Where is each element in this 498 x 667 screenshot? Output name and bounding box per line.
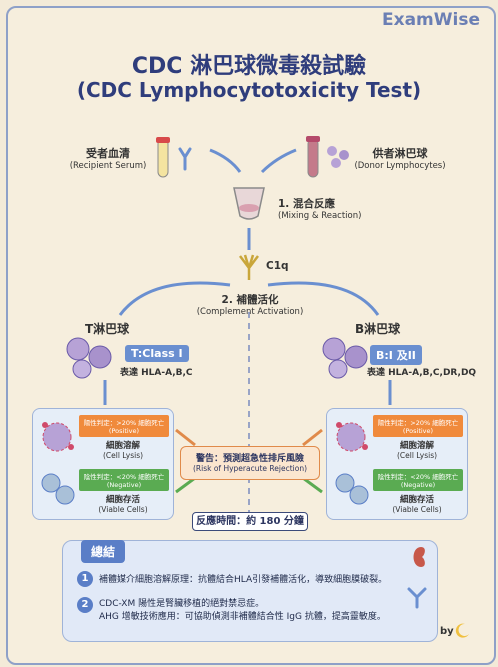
- warning-box: 警告：預測超急性排斥風險 (Risk of Hyperacute Rejecti…: [180, 446, 320, 480]
- arrow-recipient: [209, 148, 242, 173]
- c1q-label: C1q: [266, 260, 289, 272]
- recipient-label: 受者血清: [86, 147, 130, 160]
- summary-panel: 總結 1 補體媒介細胞溶解原理：抗體結合HLA引發補體活化，導致細胞膜破裂。 2…: [62, 540, 438, 642]
- b-negative-tag: 陰性判定：<20% 細胞死亡 (Negative): [373, 469, 463, 491]
- b-positive-tag: 陽性判定：>20% 細胞死亡 (Positive): [373, 415, 463, 437]
- donor-label: 供者淋巴球: [372, 147, 428, 160]
- t-hla: 表達 HLA-A,B,C: [120, 368, 193, 378]
- t-lysis-sublabel: (Cell Lysis): [102, 451, 144, 460]
- t-cell-icon: [66, 337, 112, 379]
- arrow-b-neg: [302, 476, 323, 494]
- b-result-panel: 陽性判定：>20% 細胞死亡 (Positive) 細胞溶解 (Cell Lys…: [326, 408, 468, 520]
- viable-cell-icon: [335, 473, 369, 505]
- arrow-b-pos: [302, 428, 323, 447]
- mixing-tube-icon: [233, 187, 265, 220]
- b-viable-sublabel: (Viable Cells): [392, 505, 442, 514]
- summary-item-extra: AHG 增敏技術應用：可協助偵測非補體結合性 IgG 抗體，提高靈敏度。: [99, 612, 386, 622]
- t-cell-label: T淋巴球: [85, 322, 130, 336]
- reaction-time: 反應時間：約 180 分鐘: [192, 512, 308, 531]
- donor-tube-icon: [306, 136, 349, 178]
- t-negative-tag: 陰性判定：<20% 細胞死亡 (Negative): [79, 469, 169, 491]
- arrow-donor: [260, 148, 297, 174]
- b-class-tag: B:I 及II: [370, 345, 422, 365]
- b-cell-label: B淋巴球: [355, 322, 401, 336]
- arrow-t-pos: [175, 428, 196, 447]
- moon-icon: [455, 623, 469, 638]
- kidney-icon: [413, 547, 425, 567]
- t-lysis-block: 細胞溶解 (Cell Lysis): [79, 439, 167, 460]
- step1-label: 1. 混合反應: [278, 198, 335, 210]
- signature: by: [440, 626, 454, 637]
- b-hla: 表達 HLA-A,B,C,DR,DQ: [367, 368, 477, 378]
- arrow-t-neg: [175, 476, 196, 494]
- t-viable-block: 細胞存活 (Viable Cells): [79, 493, 167, 514]
- b-lysis-label: 細胞溶解: [399, 441, 434, 451]
- b-viable-block: 細胞存活 (Viable Cells): [373, 493, 461, 514]
- t-viable-label: 細胞存活: [105, 495, 140, 505]
- t-result-panel: 陽性判定：>20% 細胞死亡 (Positive) 細胞溶解 (Cell Lys…: [32, 408, 174, 520]
- lysed-cell-icon: [336, 422, 368, 452]
- arrow-left: [118, 281, 231, 316]
- t-lysis-label: 細胞溶解: [105, 441, 140, 451]
- summary-item-1: 補體媒介細胞溶解原理：抗體結合HLA引發補體活化，導致細胞膜破裂。: [99, 575, 388, 585]
- warning-sublabel: (Risk of Hyperacute Rejection): [192, 464, 308, 473]
- viable-cell-icon: [41, 473, 75, 505]
- t-viable-sublabel: (Viable Cells): [98, 505, 148, 514]
- step2-label: 2. 補體活化: [221, 294, 279, 306]
- recipient-block: 受者血清 (Recipient Serum): [58, 145, 158, 171]
- b-lysis-sublabel: (Cell Lysis): [396, 451, 438, 460]
- summary-num-2: 2: [77, 597, 93, 613]
- lysed-cell-icon: [42, 422, 74, 452]
- brand-logo: ExamWise: [382, 10, 480, 30]
- arrow-right: [267, 281, 380, 316]
- step2-block: 2. 補體活化 (Complement Activation): [190, 292, 310, 317]
- b-viable-label: 細胞存活: [399, 495, 434, 505]
- summary-title: 總結: [81, 540, 126, 563]
- step1-block: 1. 混合反應 (Mixing & Reaction): [278, 196, 361, 221]
- summary-num-1: 1: [77, 571, 93, 587]
- warning-label: 警告：預測超急性排斥風險: [195, 454, 304, 464]
- recipient-sublabel: (Recipient Serum): [69, 161, 147, 171]
- c1q-icon: [239, 254, 259, 280]
- donor-sublabel: (Donor Lymphocytes): [354, 161, 446, 171]
- summary-item-2: CDC-XM 陽性是腎臟移植的絕對禁忌症。: [99, 599, 265, 609]
- donor-block: 供者淋巴球 (Donor Lymphocytes): [345, 145, 455, 171]
- page-subtitle: (CDC Lymphocytotoxicity Test): [76, 78, 422, 102]
- t-class-tag: T:Class I: [125, 345, 189, 362]
- t-positive-tag: 陽性判定：>20% 細胞死亡 (Positive): [79, 415, 169, 437]
- serum-tube-icon: [156, 137, 192, 178]
- antibody-icon: [407, 587, 427, 609]
- b-cell-icon: [322, 337, 368, 379]
- step1-sublabel: (Mixing & Reaction): [278, 211, 362, 221]
- step2-sublabel: (Complement Activation): [196, 307, 304, 317]
- page-title: CDC 淋巴球微毒殺試驗: [131, 54, 367, 79]
- b-lysis-block: 細胞溶解 (Cell Lysis): [373, 439, 461, 460]
